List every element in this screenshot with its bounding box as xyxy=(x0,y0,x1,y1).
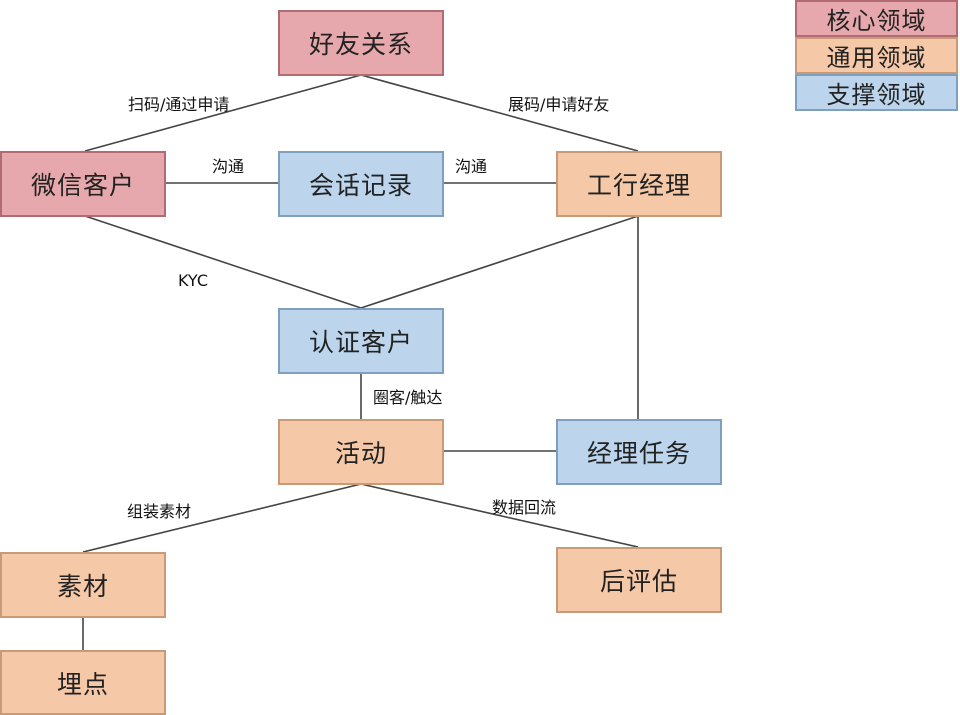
legend-support-domain: 支撑领域 xyxy=(795,74,958,111)
edge-wechat-certified xyxy=(84,215,362,309)
edge-friend-wechat xyxy=(84,74,362,152)
edge-label-circle-reach: 圈客/触达 xyxy=(373,388,443,407)
node-manager-task-label: 经理任务 xyxy=(586,439,691,468)
node-manager-task[interactable]: 经理任务 xyxy=(556,419,722,485)
edge-label-scan-accept: 扫码/通过申请 xyxy=(128,95,230,114)
edge-label-communicate-left: 沟通 xyxy=(212,157,245,176)
node-tracking-point[interactable]: 埋点 xyxy=(0,650,166,715)
legend-core-domain-label: 核心领域 xyxy=(826,7,927,35)
legend-generic-domain: 通用领域 xyxy=(795,37,958,74)
node-post-evaluation-label: 后评估 xyxy=(599,567,678,596)
node-post-evaluation[interactable]: 后评估 xyxy=(556,547,722,613)
node-certified-customer[interactable]: 认证客户 xyxy=(278,308,444,374)
edge-activity-material xyxy=(82,483,362,553)
legend-core-domain: 核心领域 xyxy=(795,0,958,37)
edge-friend-manager xyxy=(360,74,639,152)
node-friend-relationship-label: 好友关系 xyxy=(308,30,413,59)
node-session-record[interactable]: 会话记录 xyxy=(278,151,444,217)
legend-support-domain-label: 支撑领域 xyxy=(826,81,927,109)
edge-label-data-backflow: 数据回流 xyxy=(492,498,557,517)
node-session-record-label: 会话记录 xyxy=(308,171,413,200)
legend-generic-domain-label: 通用领域 xyxy=(826,44,927,72)
node-wechat-customer-label: 微信客户 xyxy=(30,171,135,200)
node-friend-relationship[interactable]: 好友关系 xyxy=(278,10,444,76)
edge-label-kyc: KYC xyxy=(178,271,208,290)
node-material-label: 素材 xyxy=(56,572,109,601)
node-activity-label: 活动 xyxy=(334,439,387,468)
edge-label-assemble-material: 组装素材 xyxy=(127,502,192,521)
node-certified-customer-label: 认证客户 xyxy=(308,328,413,357)
edge-activity-evaluation xyxy=(360,483,639,548)
node-material[interactable]: 素材 xyxy=(0,552,166,618)
node-icbc-manager[interactable]: 工行经理 xyxy=(556,151,722,217)
edge-label-communicate-right: 沟通 xyxy=(455,157,488,176)
node-activity[interactable]: 活动 xyxy=(278,419,444,485)
edge-label-show-request: 展码/申请好友 xyxy=(508,95,610,114)
edge-manager-certified xyxy=(360,215,639,309)
node-tracking-point-label: 埋点 xyxy=(56,669,109,699)
node-wechat-customer[interactable]: 微信客户 xyxy=(0,151,166,217)
node-icbc-manager-label: 工行经理 xyxy=(586,171,691,200)
